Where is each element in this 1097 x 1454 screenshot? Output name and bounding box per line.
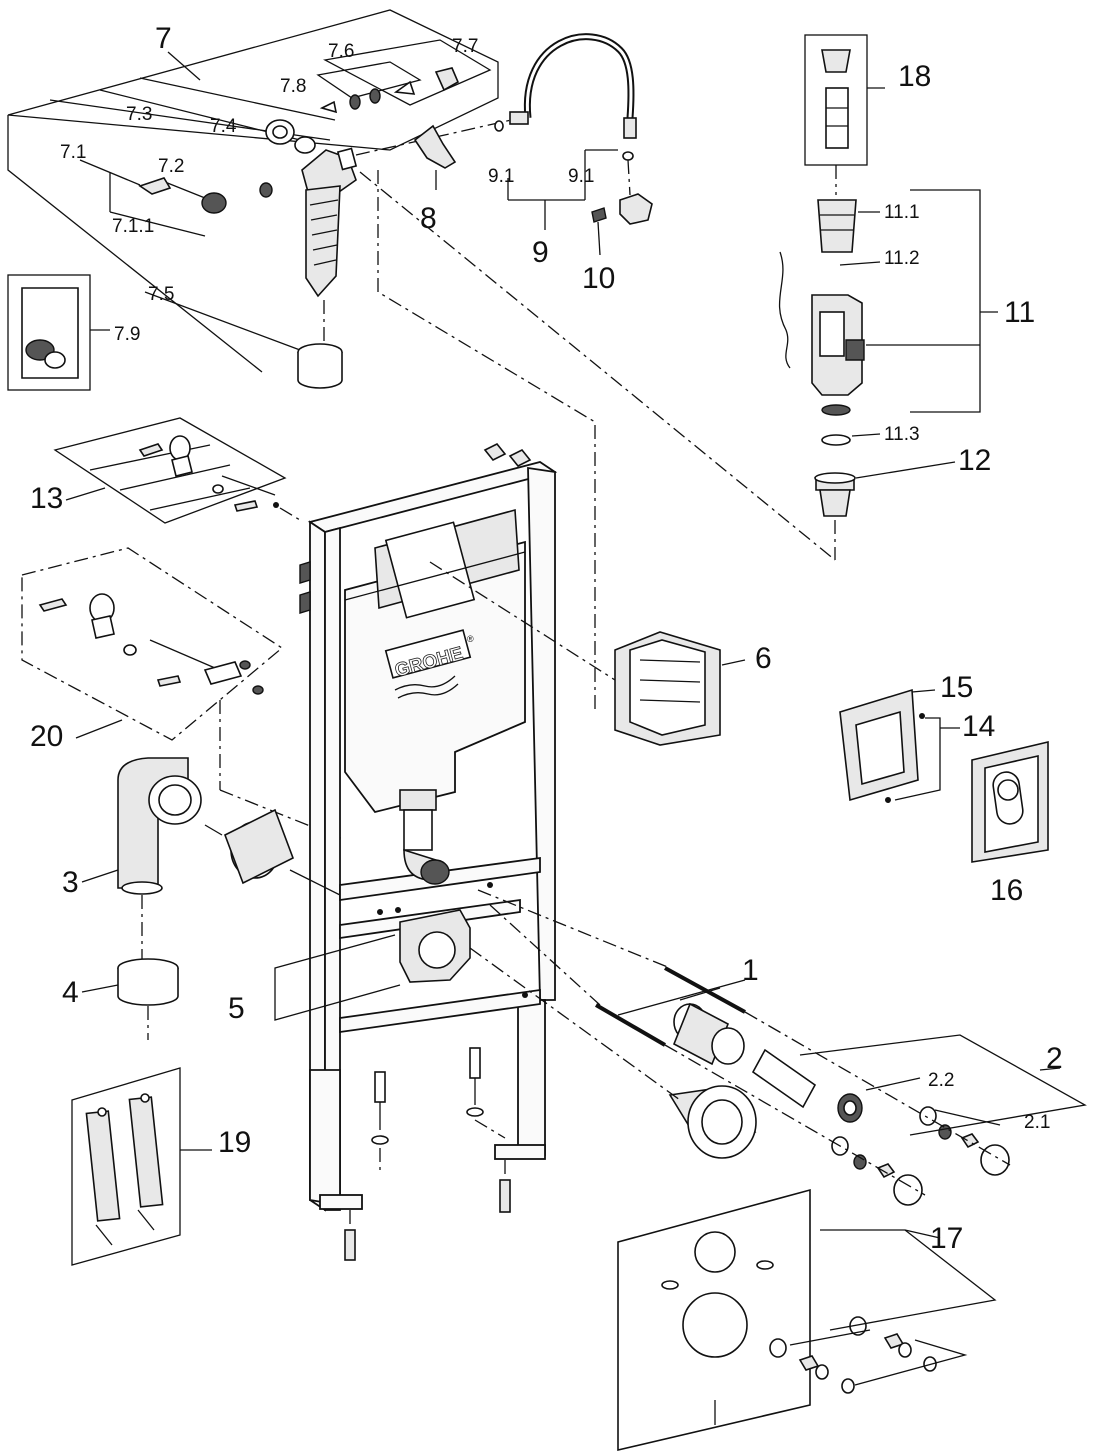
cap-18	[821, 49, 851, 73]
label-6: 6	[755, 642, 772, 675]
installation-frame: GROHE ®	[299, 442, 558, 1212]
flex-hose-9	[523, 33, 635, 119]
part-10	[591, 207, 607, 223]
label-1: 1	[742, 954, 759, 987]
label-7-9: 7.9	[114, 324, 140, 345]
label-7-1: 7.1	[60, 142, 86, 163]
label-9-1-a: 9.1	[488, 166, 514, 187]
label-7-2: 7.2	[158, 156, 184, 177]
label-11: 11	[1004, 296, 1035, 329]
float-tube	[305, 185, 341, 298]
tube-18	[825, 87, 849, 149]
pipe-2-2	[751, 1048, 817, 1109]
flush-plate-16	[971, 740, 1049, 863]
stud-bolt-group	[469, 889, 1087, 1206]
actuator-box-6	[429, 561, 746, 746]
label-8: 8	[420, 202, 437, 235]
label-12: 12	[958, 444, 991, 477]
seal-4	[117, 968, 179, 1006]
filter-7-2	[201, 192, 227, 214]
label-7-4: 7.4	[210, 116, 237, 137]
label-14: 14	[962, 710, 995, 743]
label-7-6: 7.6	[328, 41, 354, 62]
label-20: 20	[30, 720, 63, 753]
label-7-5: 7.5	[148, 284, 174, 305]
bracket-8	[413, 124, 457, 169]
label-2: 2	[1046, 1042, 1063, 1075]
label-2-2: 2.2	[928, 1070, 954, 1091]
label-10: 10	[582, 262, 615, 295]
label-3: 3	[62, 866, 79, 899]
cistern	[344, 540, 526, 814]
label-7-3: 7.3	[126, 104, 152, 125]
bracket-19-b	[128, 1096, 164, 1208]
brand-mark: ®	[467, 634, 474, 644]
flush-valve-group	[778, 34, 998, 560]
left-foot	[319, 1194, 363, 1210]
connector-sleeve	[223, 808, 295, 885]
label-11-1: 11.1	[884, 202, 920, 223]
acoustic-mat-17	[617, 1188, 997, 1452]
label-17: 17	[930, 1222, 963, 1255]
clip-7-1	[138, 177, 172, 195]
wall-bracket-kit-13	[53, 417, 301, 524]
label-7-7: 7.7	[452, 36, 478, 57]
label-18: 18	[898, 60, 931, 93]
mounting-frame-14	[839, 688, 960, 803]
label-7: 7	[155, 22, 172, 55]
bag-box-7-9	[7, 274, 91, 391]
hose-group	[355, 33, 653, 256]
label-9-1-b: 9.1	[568, 166, 594, 187]
seal-11-3	[821, 434, 851, 446]
label-5: 5	[228, 992, 245, 1025]
fill-valve-group	[7, 9, 499, 391]
label-7-1-1: 7.1.1	[112, 216, 154, 237]
label-11-2: 11.2	[884, 248, 920, 269]
bracket-set-19	[71, 1067, 212, 1266]
label-13: 13	[30, 482, 63, 515]
label-19: 19	[218, 1126, 251, 1159]
label-9: 9	[532, 236, 549, 269]
right-foot	[494, 1144, 546, 1160]
floor-anchors	[344, 1047, 511, 1261]
bracket-19-a	[85, 1110, 121, 1222]
label-7-8: 7.8	[280, 76, 306, 97]
angle-valve	[619, 193, 653, 225]
group-outline-7	[7, 9, 499, 151]
nut-7-7	[434, 67, 460, 92]
label-16: 16	[990, 874, 1023, 907]
drain-elbow-group	[117, 757, 341, 1040]
bell-11-1	[817, 199, 857, 253]
label-15: 15	[940, 671, 973, 704]
label-2-1: 2.1	[1024, 1112, 1050, 1133]
label-4: 4	[62, 976, 79, 1009]
label-11-3: 11.3	[884, 424, 920, 445]
cap-2-1	[980, 1144, 1010, 1176]
sleeve-7-5	[297, 352, 343, 389]
